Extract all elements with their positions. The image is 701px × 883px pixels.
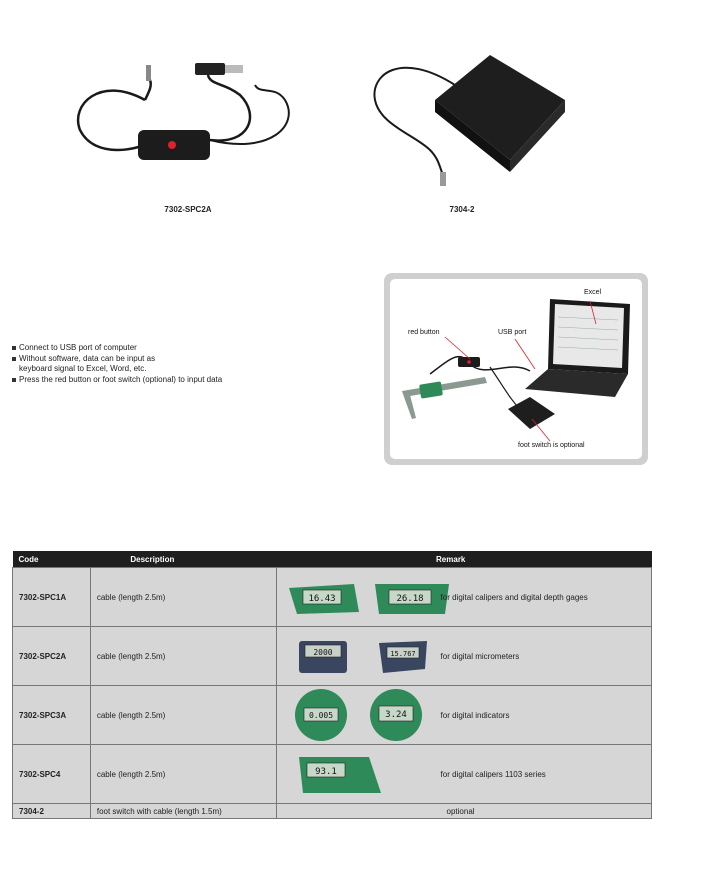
lcd-readout: 0.005 (308, 711, 332, 720)
connection-diagram: Excel red button USB port foot switch is… (384, 273, 648, 465)
callout-red-button: red button (408, 329, 440, 336)
lcd-readout: 2000 (313, 648, 332, 657)
table-row: 7304-2 foot switch with cable (length 1.… (12, 803, 653, 819)
product-image-foot-switch (360, 40, 580, 190)
row-remark: for digital micrometers (440, 652, 520, 661)
caliper-1103-display-image: 93.1 (298, 757, 381, 793)
row-description: cable (length 2.5m) (89, 567, 277, 627)
callout-usb-port: USB port (498, 329, 527, 336)
row-code: 7302-SPC3A (12, 685, 91, 745)
spec-table: Code Description Remark 7302-SPC1A cable… (12, 551, 653, 819)
row-remark: for digital calipers and digital depth g… (440, 593, 588, 602)
table-header-row: Code Description Remark (12, 551, 652, 568)
row-remark-cell: 0.005 3.24 for digital indicators (275, 685, 653, 745)
feature-list: Connect to USB port of computer Without … (12, 343, 222, 385)
caliper-display-images: 16.43 26.18 (288, 584, 449, 614)
header-description: Description (90, 551, 277, 568)
header-code: Code (12, 551, 91, 568)
row-description: cable (length 2.5m) (89, 685, 277, 745)
product-image-cable (60, 55, 310, 175)
lcd-readout: 15.767 (390, 650, 415, 658)
row-remark-cell: 16.43 26.18 for digital calipers and dig… (275, 567, 653, 627)
row-code: 7304-2 (12, 803, 91, 819)
row-code: 7302-SPC2A (12, 626, 91, 686)
micrometer-display-images: 2000 15.767 (298, 641, 427, 673)
row-description: cable (length 2.5m) (89, 744, 277, 804)
feature-item: Press the red button or foot switch (opt… (12, 375, 222, 386)
foot-switch-illustration (373, 55, 565, 186)
feature-item: Connect to USB port of computer (12, 343, 222, 354)
table-row: 7302-SPC1A cable (length 2.5m) 16.43 26.… (12, 567, 653, 627)
row-code: 7302-SPC4 (12, 744, 91, 804)
lcd-readout: 16.43 (308, 594, 335, 604)
diagram-illustration (402, 299, 630, 442)
callout-foot-switch: foot switch is optional (518, 442, 585, 449)
row-remark: for digital calipers 1103 series (440, 770, 546, 779)
row-remark: for digital indicators (440, 711, 510, 720)
row-description: foot switch with cable (length 1.5m) (89, 803, 277, 819)
row-remark: optional (275, 803, 653, 819)
lcd-readout: 26.18 (396, 594, 423, 604)
product-code-label: 7302-SPC2A (164, 205, 212, 214)
feature-item-continued: keyboard signal to Excel, Word, etc. (19, 364, 147, 373)
row-remark-cell: 2000 15.767 for digital micrometers (275, 626, 653, 686)
table-row: 7302-SPC3A cable (length 2.5m) 0.005 3.2… (12, 685, 653, 745)
row-code: 7302-SPC1A (12, 567, 91, 627)
row-description: cable (length 2.5m) (89, 626, 277, 686)
feature-item: Without software, data can be input as (12, 354, 222, 365)
product-code-label: 7304-2 (449, 205, 475, 214)
table-row: 7302-SPC4 cable (length 2.5m) 93.1 for d… (12, 744, 653, 804)
lcd-readout: 93.1 (315, 767, 337, 777)
usb-cable-illustration (76, 63, 290, 160)
indicator-display-images: 0.005 3.24 (294, 689, 422, 741)
table-row: 7302-SPC2A cable (length 2.5m) 2000 15.7… (12, 626, 653, 686)
row-remark-text: optional (446, 806, 475, 816)
row-remark-cell: 93.1 for digital calipers 1103 series (275, 744, 653, 804)
lcd-readout: 3.24 (385, 710, 407, 720)
header-remark: Remark (276, 551, 652, 568)
callout-excel: Excel (584, 289, 602, 296)
